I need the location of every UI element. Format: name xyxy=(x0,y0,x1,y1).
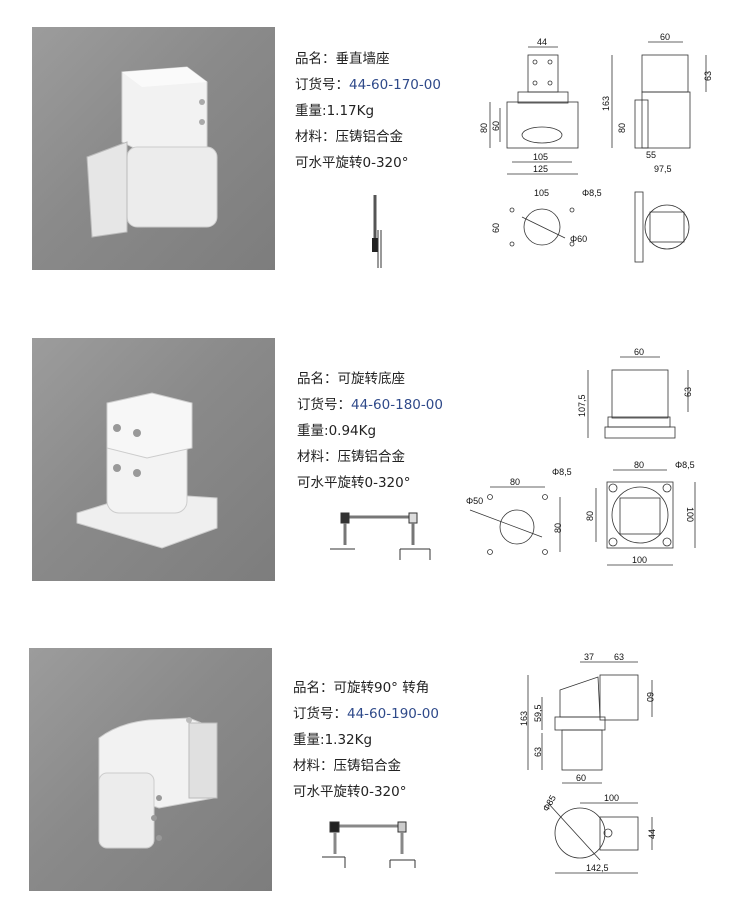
weight-label: 重量: xyxy=(293,732,325,748)
dim-59-5: 59,5 xyxy=(533,704,543,722)
dim-bottom-142-5: 142,5 xyxy=(586,863,609,873)
order-number: 44-60-170-00 xyxy=(349,77,441,93)
weight-label: 重量: xyxy=(295,103,327,119)
dim-side-80: 80 xyxy=(617,123,627,133)
product-name: 可旋转底座 xyxy=(337,371,406,387)
material-label: 材料： xyxy=(295,129,336,145)
dim-circle-dia: Φ50 xyxy=(466,496,483,506)
name-label: 品名： xyxy=(297,371,338,387)
dim-105: 105 xyxy=(533,152,548,162)
dim-hole-dia: Φ8,5 xyxy=(582,188,602,198)
product-info-2: 品名：可旋转底座 订货号：44-60-180-00 重量:0.94Kg 材料：压… xyxy=(297,366,443,496)
rotation-spec: 可水平旋转0-320° xyxy=(293,784,407,800)
dim-44: 44 xyxy=(537,37,547,47)
dim-side-163: 163 xyxy=(601,96,611,111)
name-label: 品名： xyxy=(295,51,336,67)
dim-60: 60 xyxy=(576,773,586,783)
mounting-diagram-2 xyxy=(330,512,431,560)
material-label: 材料： xyxy=(293,758,334,774)
dim-circle-dia: Φ85 xyxy=(541,793,558,813)
dim-hole-dia: Φ8,5 xyxy=(552,467,572,477)
dim-holes-80-v: 80 xyxy=(553,523,563,533)
material-label: 材料： xyxy=(297,449,338,465)
mounting-diagram-1 xyxy=(372,195,382,268)
rotation-spec: 可水平旋转0-320° xyxy=(295,155,409,171)
rotation-spec: 可水平旋转0-320° xyxy=(297,475,411,491)
weight-value: 1.32Kg xyxy=(324,732,373,748)
dim-square-100-v: 100 xyxy=(685,507,695,522)
order-label: 订货号： xyxy=(293,706,347,722)
wall-mount-render xyxy=(86,66,218,238)
corner-render xyxy=(98,717,218,849)
weight-value: 1.17Kg xyxy=(326,103,375,119)
dim-side-63: 63 xyxy=(703,71,713,81)
dim-63: 63 xyxy=(614,652,624,662)
product-name: 可旋转90° 转角 xyxy=(333,680,430,696)
product-photo-rotating-base xyxy=(32,338,275,581)
material-value: 压铸铝合金 xyxy=(335,129,404,145)
product-info-1: 品名：垂直墙座 订货号：44-60-170-00 重量:1.17Kg 材料：压铸… xyxy=(295,46,441,176)
dim-bottom-44: 44 xyxy=(647,829,657,839)
dim-side-97-5: 97,5 xyxy=(654,164,672,174)
weight-value: 0.94Kg xyxy=(328,423,377,439)
technical-drawing-3: 37 63 60 163 59,5 63 60 100 Φ85 44 142,5 xyxy=(519,652,657,874)
product-photo-90-degree-corner xyxy=(29,648,272,891)
dim-80: 80 xyxy=(479,123,489,133)
material-value: 压铸铝合金 xyxy=(337,449,406,465)
dim-square-hole-dia: Φ8,5 xyxy=(675,460,695,470)
technical-drawing-2: 60 63 107,5 80 Φ8,5 Φ50 80 80 Φ8,5 80 10… xyxy=(466,347,696,566)
dim-60-right: 60 xyxy=(645,692,655,702)
dim-holes-60: 60 xyxy=(491,223,501,233)
weight-label: 重量: xyxy=(297,423,329,439)
dim-holes-80: 80 xyxy=(510,477,520,487)
order-number: 44-60-190-00 xyxy=(347,706,439,722)
order-number: 44-60-180-00 xyxy=(351,397,443,413)
dim-square-80-v: 80 xyxy=(585,511,595,521)
dim-60: 60 xyxy=(491,121,501,131)
dim-holes-105: 105 xyxy=(534,188,549,198)
mounting-diagram-3 xyxy=(322,821,416,868)
product-name: 垂直墙座 xyxy=(335,51,390,67)
dim-square-100: 100 xyxy=(632,555,647,565)
product-photo-vertical-wall-mount xyxy=(32,27,275,270)
dim-top-63: 63 xyxy=(683,387,693,397)
order-label: 订货号： xyxy=(297,397,351,413)
rotating-base-render xyxy=(76,392,218,549)
dim-bottom-100: 100 xyxy=(604,793,619,803)
dim-163: 163 xyxy=(519,711,529,726)
dim-top-60: 60 xyxy=(634,347,644,357)
dim-circle-dia: Φ60 xyxy=(570,234,587,244)
dim-square-80: 80 xyxy=(634,460,644,470)
name-label: 品名： xyxy=(293,680,334,696)
product-info-3: 品名：可旋转90° 转角 订货号：44-60-190-00 重量:1.32Kg … xyxy=(293,675,439,805)
dim-125: 125 xyxy=(533,164,548,174)
dim-63-v: 63 xyxy=(533,747,543,757)
dim-side-60: 60 xyxy=(660,32,670,42)
dim-37: 37 xyxy=(584,652,594,662)
dim-top-107-5: 107,5 xyxy=(577,394,587,417)
dim-side-55: 55 xyxy=(646,150,656,160)
order-label: 订货号： xyxy=(295,77,349,93)
technical-drawing-1: 44 80 60 105 125 60 63 163 80 55 97,5 10… xyxy=(479,32,713,263)
material-value: 压铸铝合金 xyxy=(333,758,402,774)
